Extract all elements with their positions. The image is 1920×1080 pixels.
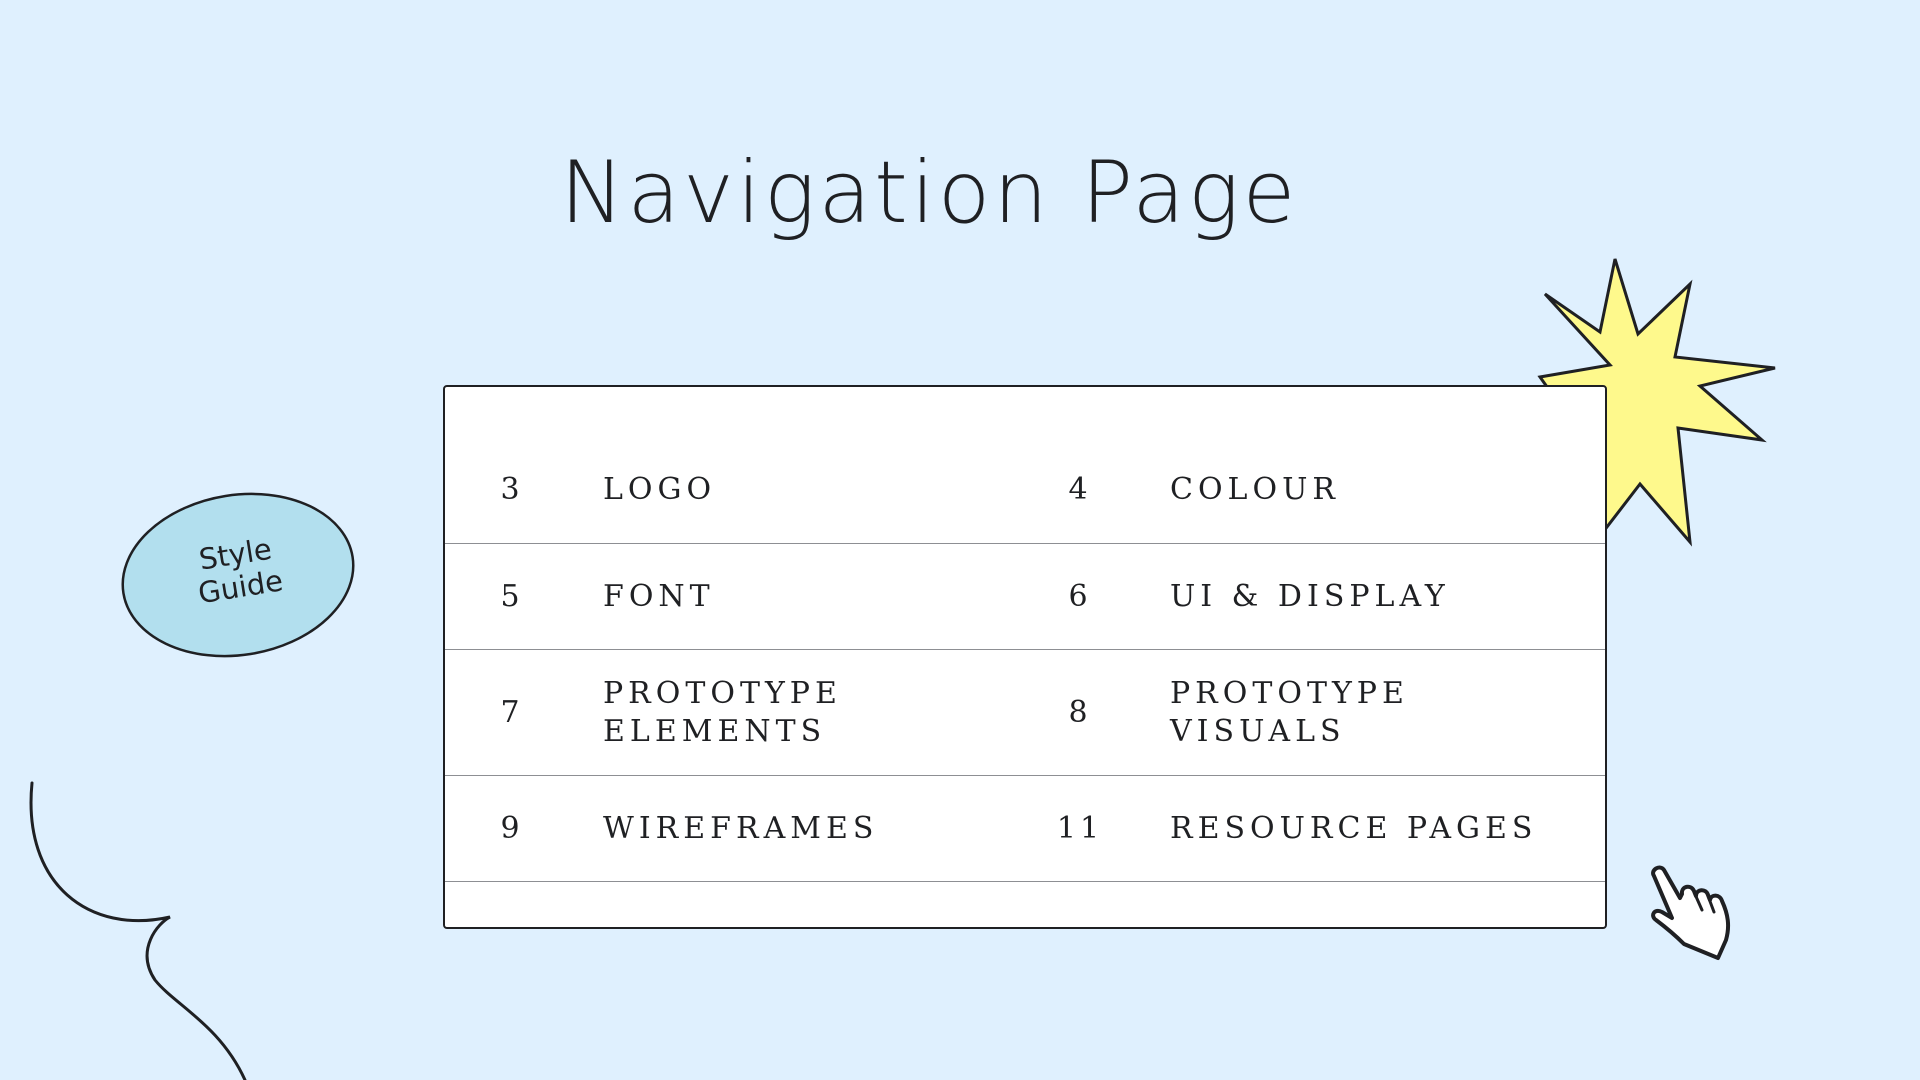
page-number: 7 [500,694,524,730]
style-guide-badge [121,492,355,658]
nav-link-prototype-visuals[interactable]: PROTOTYPE VISUALS [1170,675,1409,749]
table-row: 3 LOGO 4 COLOUR [445,437,1605,544]
table-row: 5 FONT 6 UI & DISPLAY [445,544,1605,650]
page-number: 6 [1068,578,1092,614]
squiggle-line-icon [29,781,247,1080]
nav-link-logo[interactable]: LOGO [603,472,717,507]
pointer-hand-icon [1651,865,1731,960]
page-number: 9 [500,810,524,846]
page-title: Navigation Page [560,143,1299,243]
nav-link-resource-pages[interactable]: RESOURCE PAGES [1170,810,1538,846]
table-row: 7 PROTOTYPE ELEMENTS 8 PROTOTYPE VISUALS [445,650,1605,776]
navigation-card: 3 LOGO 4 COLOUR 5 FONT 6 UI & DISPLAY 7 … [443,385,1607,929]
nav-link-font[interactable]: FONT [603,578,715,614]
nav-link-ui-display[interactable]: UI & DISPLAY [1170,578,1450,614]
page-number: 4 [1068,472,1092,507]
nav-link-wireframes[interactable]: WIREFRAMES [603,810,879,846]
page-number: 5 [500,578,524,614]
nav-link-prototype-elements[interactable]: PROTOTYPE ELEMENTS [603,675,842,749]
navigation-table: 3 LOGO 4 COLOUR 5 FONT 6 UI & DISPLAY 7 … [445,437,1605,882]
page-number: 8 [1068,694,1092,730]
page-number: 3 [500,472,524,507]
nav-link-colour[interactable]: COLOUR [1170,472,1340,507]
table-row: 9 WIREFRAMES 11 RESOURCE PAGES [445,776,1605,882]
page-number: 11 [1056,810,1104,846]
